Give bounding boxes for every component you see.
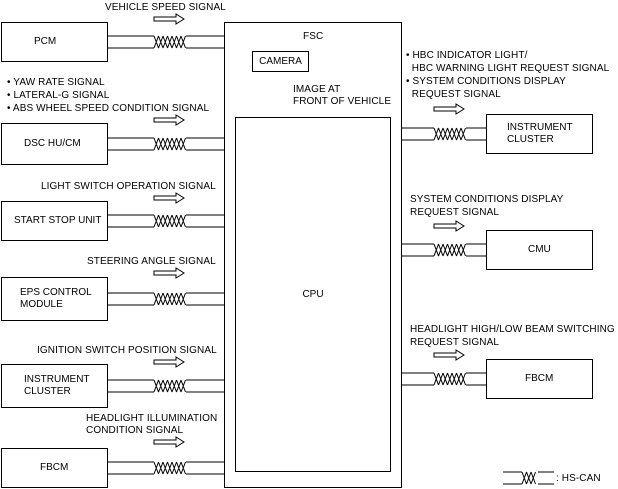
signal-cmu-display-line2: REQUEST SIGNAL bbox=[410, 207, 500, 218]
instrument-cluster-output-label-line2: CLUSTER bbox=[507, 134, 554, 145]
legend-hs-can-symbol-twist bbox=[521, 471, 536, 485]
instrument-cluster-in-signal-arrow bbox=[153, 356, 185, 368]
signal-hbc-indicator-line1: • HBC INDICATOR LIGHT/ bbox=[406, 50, 528, 61]
dsc-signal-arrow bbox=[153, 114, 185, 126]
pcm-label: PCM bbox=[34, 36, 57, 47]
fbcm-input-box: FBCM bbox=[1, 448, 108, 488]
eps-signal-arrow bbox=[153, 267, 185, 279]
fbcm-out-signal-arrow bbox=[433, 349, 465, 361]
fbcm-in-signal-arrow bbox=[153, 436, 185, 448]
fbcm-in-link-twist bbox=[153, 461, 186, 475]
signal-beam-switching-line2: REQUEST SIGNAL bbox=[410, 337, 500, 348]
signal-cmu-display-line1: SYSTEM CONDITIONS DISPLAY bbox=[410, 194, 564, 205]
fbcm-input-label: FBCM bbox=[40, 462, 69, 473]
pcm-signal-arrow bbox=[153, 13, 185, 25]
cmu-label: CMU bbox=[528, 244, 551, 255]
instrument-cluster-input-label-line1: INSTRUMENT bbox=[24, 374, 90, 385]
start-stop-link-twist bbox=[153, 214, 186, 228]
signal-headlight-illumination-line2: CONDITION SIGNAL bbox=[86, 425, 184, 436]
cmu-box: CMU bbox=[486, 230, 593, 270]
legend-hs-can-label: : HS-CAN bbox=[556, 473, 601, 484]
signal-hbc-indicator-line2: HBC WARNING LIGHT REQUEST SIGNAL bbox=[406, 63, 610, 74]
cmu-link-twist bbox=[433, 243, 466, 257]
signal-steering-angle: STEERING ANGLE SIGNAL bbox=[87, 256, 216, 267]
camera-box: CAMERA bbox=[252, 51, 309, 72]
fbcm-output-label: FBCM bbox=[525, 373, 554, 384]
signal-abs-wheel-speed: • ABS WHEEL SPEED CONDITION SIGNAL bbox=[7, 103, 210, 114]
eps-control-module-label-line1: EPS CONTROL bbox=[20, 287, 92, 298]
dsc-hu-cm-label: DSC HU/CM bbox=[24, 138, 81, 149]
fbcm-output-box: FBCM bbox=[486, 359, 593, 399]
start-stop-signal-arrow bbox=[153, 192, 185, 204]
signal-yaw-rate: • YAW RATE SIGNAL bbox=[7, 77, 105, 88]
signal-beam-switching-line1: HEADLIGHT HIGH/LOW BEAM SWITCHING bbox=[410, 324, 615, 335]
signal-system-conditions-line2: REQUEST SIGNAL bbox=[406, 89, 501, 100]
cmu-signal-arrow bbox=[433, 220, 465, 232]
instrument-cluster-input-box: INSTRUMENT CLUSTER bbox=[1, 364, 108, 408]
image-label-line1: IMAGE AT bbox=[293, 84, 341, 95]
image-label-line2: FRONT OF VEHICLE bbox=[293, 96, 392, 107]
cpu-box: CPU bbox=[235, 117, 391, 472]
pcm-box: PCM bbox=[1, 22, 108, 62]
cpu-label: CPU bbox=[302, 288, 324, 300]
signal-ignition-switch-position: IGNITION SWITCH POSITION SIGNAL bbox=[37, 345, 217, 356]
signal-system-conditions-line1: • SYSTEM CONDITIONS DISPLAY bbox=[406, 76, 566, 87]
start-stop-unit-box: START STOP UNIT bbox=[1, 201, 108, 241]
eps-control-module-box: EPS CONTROL MODULE bbox=[1, 277, 108, 321]
instrument-cluster-out-link-twist bbox=[433, 127, 466, 141]
signal-light-switch-operation: LIGHT SWITCH OPERATION SIGNAL bbox=[41, 181, 216, 192]
signal-vehicle-speed: VEHICLE SPEED SIGNAL bbox=[105, 2, 226, 13]
pcm-link-twist bbox=[153, 35, 186, 49]
eps-control-module-label-line2: MODULE bbox=[20, 299, 63, 310]
start-stop-unit-label: START STOP UNIT bbox=[14, 215, 102, 226]
dsc-hu-cm-box: DSC HU/CM bbox=[1, 123, 108, 165]
fsc-title: FSC bbox=[303, 31, 324, 42]
instrument-cluster-input-label-line2: CLUSTER bbox=[24, 386, 71, 397]
instrument-cluster-out-signal-arrow bbox=[433, 103, 465, 115]
instrument-cluster-output-box: INSTRUMENT CLUSTER bbox=[486, 114, 593, 154]
instrument-cluster-output-label-line1: INSTRUMENT bbox=[507, 122, 573, 133]
camera-label: CAMERA bbox=[259, 55, 302, 67]
dsc-link-twist bbox=[153, 137, 186, 151]
fbcm-out-link-twist bbox=[433, 372, 466, 386]
signal-headlight-illumination-line1: HEADLIGHT ILLUMINATION bbox=[86, 413, 218, 424]
signal-lateral-g: • LATERAL-G SIGNAL bbox=[7, 90, 110, 101]
eps-link-twist bbox=[153, 292, 186, 306]
instrument-cluster-in-link-twist bbox=[153, 379, 186, 393]
